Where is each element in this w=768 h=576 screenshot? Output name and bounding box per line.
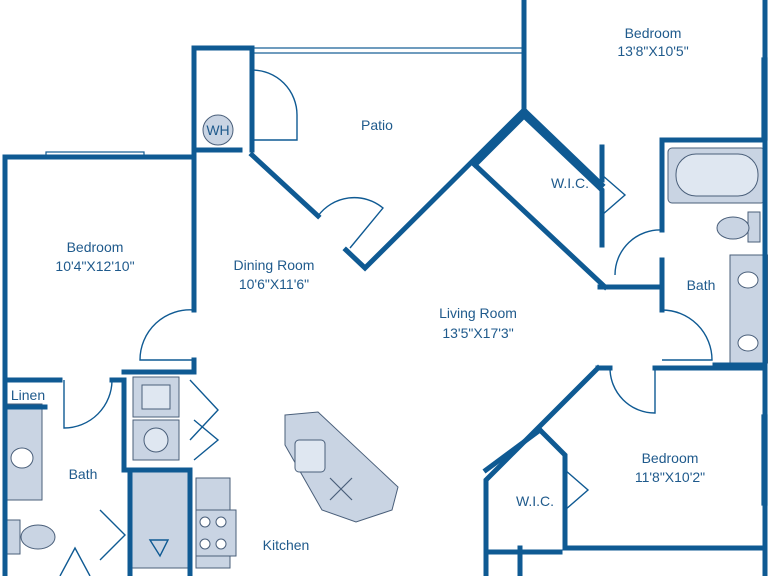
toilet-right [747,211,761,243]
room-bath-right-name: Bath [687,277,716,293]
water-heater-label: WH [206,122,229,138]
room-living-room-name: Living Room [439,305,517,321]
fixtures: WH [5,114,768,569]
water-heater [202,114,234,146]
room-wic-upper-name: W.I.C. [551,175,589,191]
room-bedroom-top-right-name: Bedroom [625,25,682,41]
stove [195,509,237,557]
room-bedroom-bottom-right-dims: 11'8"X10'2" [635,469,705,485]
room-linen-name: Linen [11,387,45,403]
room-living-room-dims: 13'5"X17'3" [442,325,513,341]
room-labels: Patio Bedroom 13'8"X10'5" W.I.C. Bath Be… [11,25,716,553]
room-bedroom-left-dims: 10'4"X12'10" [55,258,134,274]
room-dining-room-dims: 10'6"X11'6" [239,276,309,292]
room-bath-left-name: Bath [69,466,98,482]
room-kitchen-name: Kitchen [263,537,310,553]
room-bedroom-top-right-dims: 13'8"X10'5" [617,43,688,59]
toilet-left [5,519,21,555]
room-bedroom-bottom-right-name: Bedroom [642,450,699,466]
window-patio [251,47,525,54]
doors [59,69,713,576]
room-patio-name: Patio [361,117,393,133]
room-dining-room-name: Dining Room [234,257,315,273]
room-bedroom-left-name: Bedroom [67,239,124,255]
room-wic-lower-name: W.I.C. [516,493,554,509]
shower [129,471,189,569]
